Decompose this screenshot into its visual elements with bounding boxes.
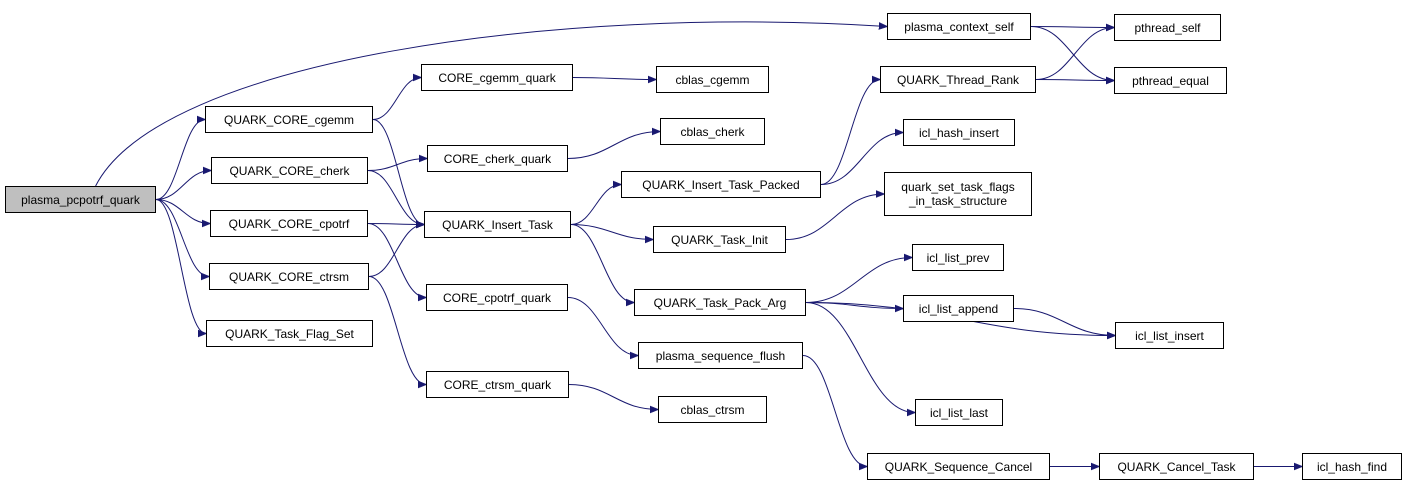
edge-QUARK_CORE_cgemm-to-QUARK_Insert_Task: [372, 119, 424, 225]
node-label: CORE_cgemm_quark: [438, 70, 556, 85]
node-label: icl_list_prev: [926, 250, 990, 265]
edge-QUARK_CORE_ctrsm-to-CORE_ctrsm_quark: [368, 276, 426, 385]
edge-plasma_pcpotrf_quark-to-QUARK_CORE_cherk: [155, 171, 211, 200]
edge-QUARK_CORE_cherk-to-QUARK_Insert_Task: [367, 170, 424, 225]
node-core-cgemm-quark[interactable]: CORE_cgemm_quark: [421, 64, 573, 91]
node-plasma-pcpotrf-quark: plasma_pcpotrf_quark: [5, 186, 156, 213]
node-icl-list-append[interactable]: icl_list_append: [903, 295, 1014, 322]
node-label: QUARK_Task_Flag_Set: [225, 326, 354, 341]
edge-QUARK_Insert_Task-to-QUARK_Task_Init: [570, 224, 653, 240]
node-quark-task-pack-arg[interactable]: QUARK_Task_Pack_Arg: [634, 289, 806, 316]
node-label: QUARK_CORE_cherk: [229, 163, 350, 178]
edge-plasma_pcpotrf_quark-to-QUARK_CORE_cgemm: [155, 120, 205, 200]
node-label: QUARK_Insert_Task: [442, 217, 553, 232]
node-label: icl_list_insert: [1135, 328, 1204, 343]
edge-QUARK_Insert_Task_Packed-to-icl_hash_insert: [820, 133, 903, 185]
edge-plasma_sequence_flush-to-QUARK_Sequence_Cancel: [802, 355, 867, 467]
edge-QUARK_Insert_Task-to-QUARK_Task_Pack_Arg: [570, 224, 634, 303]
node-icl-hash-find[interactable]: icl_hash_find: [1302, 453, 1402, 480]
edge-QUARK_Insert_Task-to-QUARK_Insert_Task_Packed: [570, 185, 621, 225]
edge-QUARK_Thread_Rank-to-pthread_equal: [1035, 80, 1114, 81]
edge-QUARK_CORE_cherk-to-CORE_cherk_quark: [367, 159, 427, 171]
edge-QUARK_Task_Pack_Arg-to-icl_list_prev: [805, 258, 912, 303]
node-label: icl_hash_find: [1316, 459, 1388, 474]
node-core-cherk-quark[interactable]: CORE_cherk_quark: [427, 145, 568, 172]
edge-plasma_context_self-to-pthread_self: [1030, 27, 1114, 28]
node-label: cblas_ctrsm: [680, 402, 745, 417]
node-pthread-equal[interactable]: pthread_equal: [1114, 67, 1227, 94]
edge-icl_list_append-to-icl_list_insert: [1013, 308, 1115, 336]
node-label: CORE_ctrsm_quark: [443, 377, 552, 392]
node-label: pthread_self: [1134, 20, 1201, 35]
edge-QUARK_CORE_cgemm-to-CORE_cgemm_quark: [372, 78, 421, 120]
node-cblas-ctrsm[interactable]: cblas_ctrsm: [658, 396, 767, 423]
node-icl-list-last[interactable]: icl_list_last: [915, 399, 1003, 426]
node-label: icl_hash_insert: [918, 125, 1000, 140]
edge-QUARK_CORE_ctrsm-to-QUARK_Insert_Task: [368, 225, 424, 277]
node-label: QUARK_CORE_cpotrf: [228, 216, 350, 231]
node-quark-core-cpotrf[interactable]: QUARK_CORE_cpotrf: [210, 210, 368, 237]
node-label: cblas_cherk: [680, 124, 745, 139]
node-label: QUARK_Insert_Task_Packed: [642, 177, 800, 192]
node-icl-list-insert[interactable]: icl_list_insert: [1115, 322, 1224, 349]
edge-QUARK_Task_Init-to-quark_set_task_flags: [785, 194, 884, 240]
edge-plasma_pcpotrf_quark-to-QUARK_CORE_ctrsm: [155, 199, 209, 277]
edge-CORE_cpotrf_quark-to-plasma_sequence_flush: [567, 297, 638, 356]
edge-QUARK_CORE_cpotrf-to-QUARK_Insert_Task: [367, 224, 424, 225]
node-quark-task-flag-set[interactable]: QUARK_Task_Flag_Set: [206, 320, 373, 347]
node-core-cpotrf-quark[interactable]: CORE_cpotrf_quark: [426, 284, 568, 311]
edge-CORE_cgemm_quark-to-cblas_cgemm: [572, 78, 656, 80]
node-label: QUARK_Task_Init: [671, 232, 768, 247]
node-label-line-1: quark_set_task_flags: [901, 180, 1015, 194]
node-label: plasma_sequence_flush: [655, 348, 786, 363]
node-pthread-self[interactable]: pthread_self: [1114, 14, 1221, 41]
node-label: QUARK_Task_Pack_Arg: [653, 295, 787, 310]
node-cblas-cherk[interactable]: cblas_cherk: [660, 118, 765, 145]
edge-QUARK_CORE_cpotrf-to-CORE_cpotrf_quark: [367, 223, 426, 298]
node-label: QUARK_CORE_ctrsm: [228, 269, 350, 284]
node-icl-hash-insert[interactable]: icl_hash_insert: [903, 119, 1015, 146]
node-label: CORE_cherk_quark: [443, 151, 552, 166]
node-cblas-cgemm[interactable]: cblas_cgemm: [656, 66, 769, 93]
node-quark-sequence-cancel[interactable]: QUARK_Sequence_Cancel: [867, 453, 1050, 480]
node-quark-insert-task[interactable]: QUARK_Insert_Task: [424, 211, 571, 238]
edge-QUARK_Task_Pack_Arg-to-icl_list_last: [805, 302, 915, 413]
node-label: icl_list_last: [929, 405, 989, 420]
edge-plasma_pcpotrf_quark-to-plasma_context_self: [95, 21, 887, 187]
node-label: cblas_cgemm: [675, 72, 750, 87]
node-core-ctrsm-quark[interactable]: CORE_ctrsm_quark: [426, 371, 569, 398]
edge-QUARK_Thread_Rank-to-pthread_self: [1035, 28, 1114, 80]
node-label: QUARK_Sequence_Cancel: [884, 459, 1033, 474]
edge-CORE_cherk_quark-to-cblas_cherk: [567, 132, 660, 159]
node-plasma-context-self[interactable]: plasma_context_self: [887, 13, 1031, 40]
node-label: plasma_pcpotrf_quark: [21, 192, 140, 207]
node-quark-set-task-flags-in-task-structure[interactable]: quark_set_task_flags_in_task_structure: [884, 172, 1032, 216]
node-icl-list-prev[interactable]: icl_list_prev: [912, 244, 1004, 271]
node-label: QUARK_CORE_cgemm: [223, 112, 355, 127]
node-label: icl_list_append: [918, 301, 999, 316]
node-quark-core-cherk[interactable]: QUARK_CORE_cherk: [211, 157, 368, 184]
node-quark-core-cgemm[interactable]: QUARK_CORE_cgemm: [205, 106, 373, 133]
node-quark-thread-rank[interactable]: QUARK_Thread_Rank: [880, 66, 1036, 93]
node-label: QUARK_Cancel_Task: [1117, 459, 1236, 474]
edge-QUARK_Task_Pack_Arg-to-icl_list_append: [805, 302, 903, 309]
edge-plasma_pcpotrf_quark-to-QUARK_CORE_cpotrf: [155, 199, 210, 224]
node-label: pthread_equal: [1132, 73, 1209, 88]
node-quark-task-init[interactable]: QUARK_Task_Init: [653, 226, 786, 253]
node-quark-insert-task-packed[interactable]: QUARK_Insert_Task_Packed: [621, 171, 821, 198]
edge-QUARK_Insert_Task_Packed-to-QUARK_Thread_Rank: [820, 80, 880, 185]
node-label: plasma_context_self: [904, 19, 1014, 34]
node-plasma-sequence-flush[interactable]: plasma_sequence_flush: [638, 342, 803, 369]
edge-CORE_ctrsm_quark-to-cblas_ctrsm: [568, 384, 658, 410]
node-quark-cancel-task[interactable]: QUARK_Cancel_Task: [1099, 453, 1254, 480]
node-label: CORE_cpotrf_quark: [442, 290, 552, 305]
edge-plasma_context_self-to-pthread_equal: [1030, 26, 1114, 81]
node-quark-core-ctrsm[interactable]: QUARK_CORE_ctrsm: [209, 263, 369, 290]
edge-plasma_pcpotrf_quark-to-QUARK_Task_Flag_Set: [155, 199, 206, 334]
node-label-line-2: _in_task_structure: [908, 194, 1008, 208]
node-label: QUARK_Thread_Rank: [896, 72, 1020, 87]
